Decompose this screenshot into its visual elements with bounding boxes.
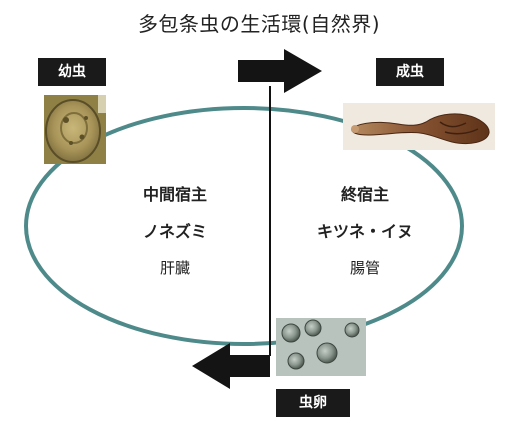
adult-worm-photo (343, 103, 495, 150)
arrow-right-icon (238, 49, 322, 93)
intermediate-host-heading: 中間宿主 (142, 185, 207, 204)
intermediate-host-organ: 肝臓 (159, 259, 190, 277)
label-egg: 虫卵 (276, 389, 350, 417)
larva-photo (44, 95, 106, 164)
definitive-host-animal: キツネ・イヌ (316, 222, 413, 241)
diagram-title: 多包条虫の生活環(自然界) (137, 12, 381, 36)
intermediate-host-block: 中間宿主 ノネズミ 肝臓 (110, 176, 240, 287)
definitive-host-block: 終宿主 キツネ・イヌ 腸管 (290, 176, 440, 287)
definitive-host-organ: 腸管 (349, 259, 380, 277)
intermediate-host-animal: ノネズミ (142, 222, 207, 241)
label-larva: 幼虫 (38, 58, 106, 86)
label-adult: 成虫 (376, 58, 444, 86)
definitive-host-heading: 終宿主 (340, 185, 389, 204)
cycle-ring (24, 106, 464, 346)
arrow-left-icon (192, 343, 270, 389)
egg-photo (276, 318, 366, 376)
